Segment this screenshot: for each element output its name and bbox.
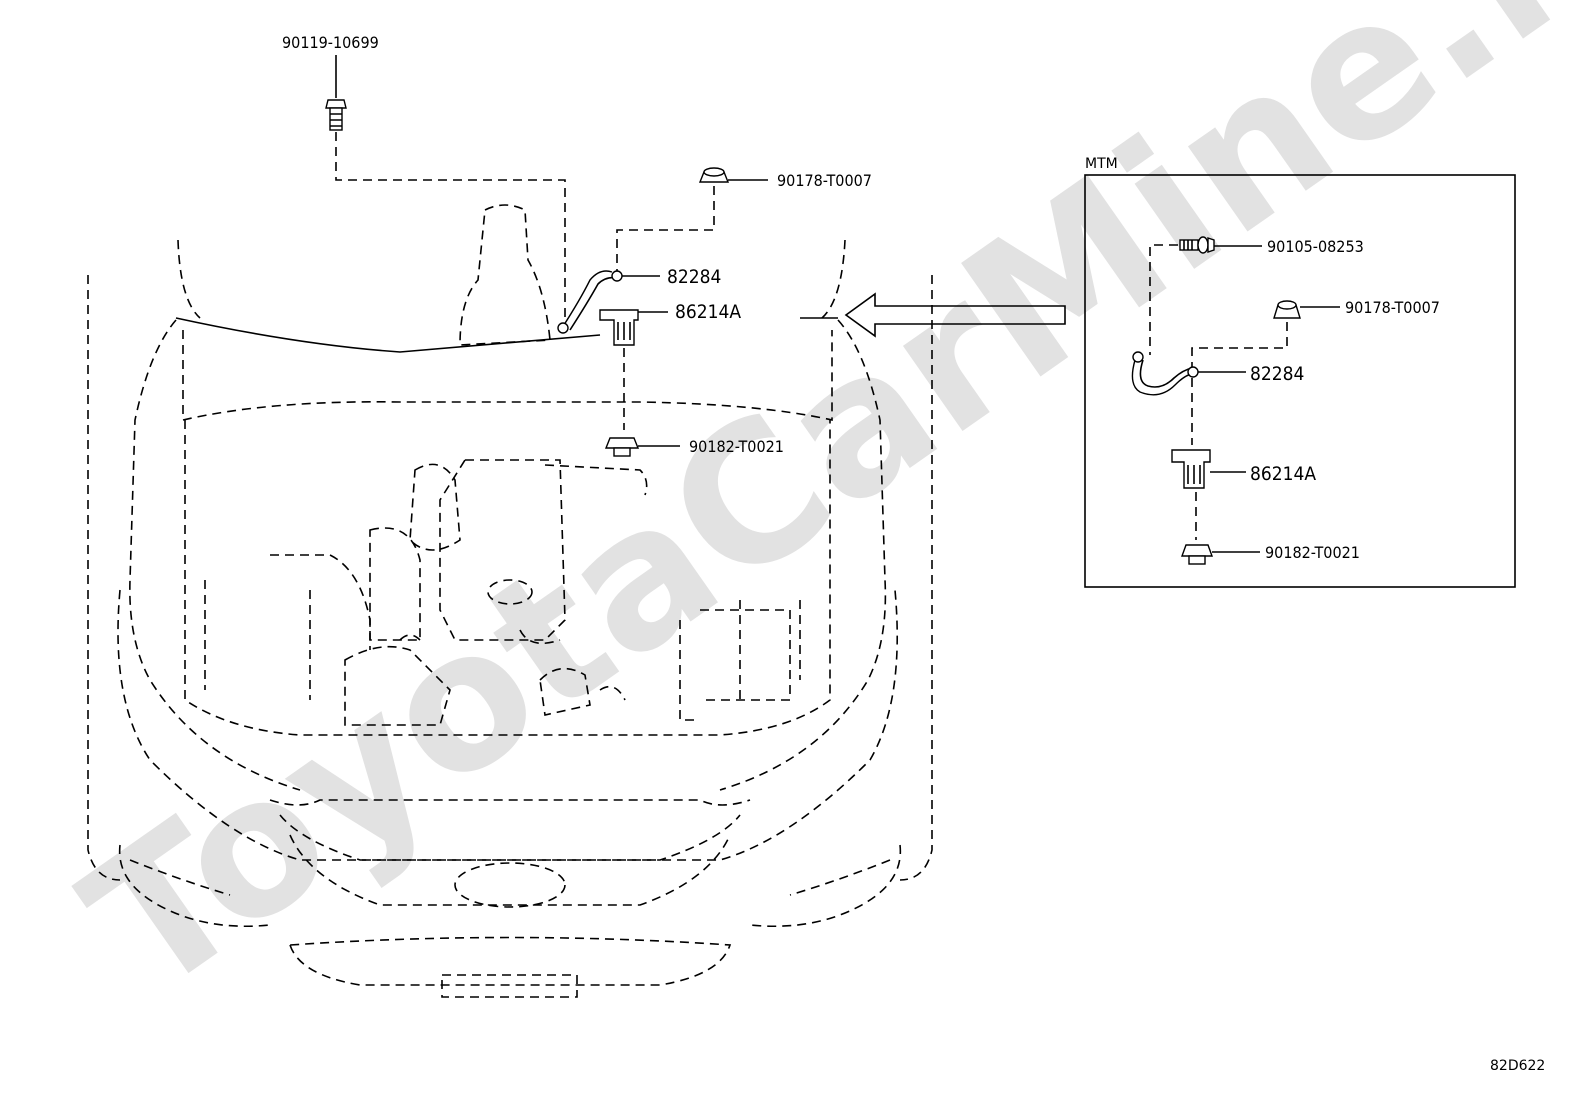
part-label-strap: 82284 (667, 266, 721, 288)
illustration-code: 82D622 (1490, 1058, 1545, 1074)
part-label-bracket: 86214A (675, 301, 741, 323)
bracket-icon (1171, 449, 1211, 489)
main-parts (325, 55, 1066, 457)
ground-strap-icon (557, 270, 623, 334)
inset-label-nut-upper: 90178-T0007 (1345, 298, 1440, 317)
flange-nut-icon (604, 437, 640, 457)
inset-label-strap: 82284 (1250, 363, 1304, 385)
inset-label-bracket: 86214A (1250, 463, 1316, 485)
part-label-nut-upper: 90178-T0007 (777, 171, 872, 190)
inset-label-bolt: 90105-08253 (1267, 237, 1364, 256)
nut-icon (698, 167, 730, 183)
engine-bay (204, 204, 801, 726)
inset-label-nut-lower: 90182-T0021 (1265, 543, 1360, 562)
ground-strap-icon (1131, 351, 1199, 396)
flange-nut-icon (1181, 544, 1213, 565)
part-label-nut-lower: 90182-T0021 (689, 437, 784, 456)
part-label-bolt: 90119-10699 (282, 33, 379, 52)
bolt-icon (1179, 236, 1215, 254)
bolt-icon (325, 99, 347, 131)
watermark: ToyotaCarMine.ru (49, 0, 1592, 1037)
nut-icon (1273, 300, 1301, 319)
vehicle-outline (87, 239, 933, 998)
arrow-icon (844, 292, 1066, 338)
bracket-icon (599, 309, 639, 346)
mtm-inset: MTM (1084, 156, 1516, 588)
inset-title: MTM (1085, 156, 1118, 172)
